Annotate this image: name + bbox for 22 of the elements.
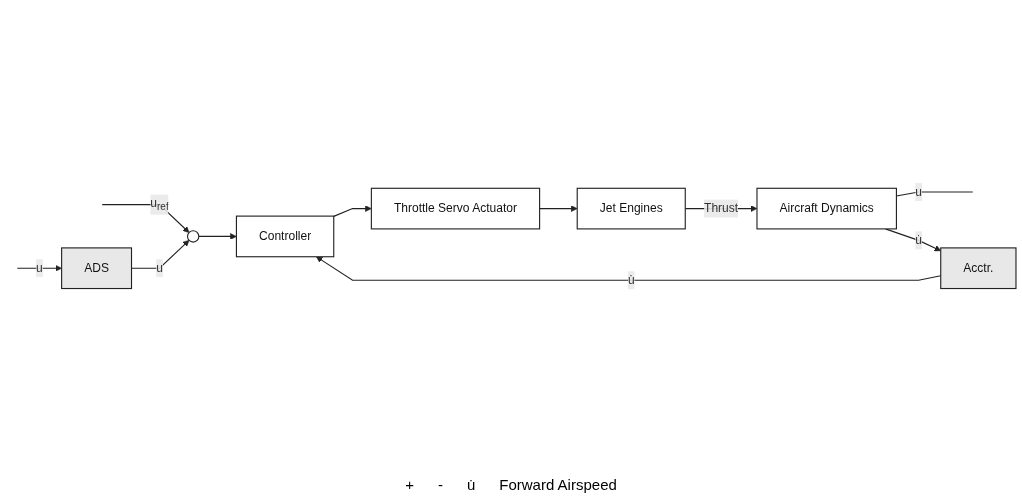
edge-label: u	[36, 261, 43, 275]
edge-label: u	[915, 185, 922, 198]
node-box: Jet Engines	[576, 187, 686, 230]
edge-label: u̇	[627, 273, 635, 287]
node-box: ADS	[61, 247, 133, 289]
signal-label: Forward Airspeed	[499, 476, 617, 493]
node-box: Throttle Servo Actuator	[370, 187, 541, 230]
edge-label: u̇	[915, 233, 922, 247]
arrow	[539, 205, 578, 212]
signal-label: +	[405, 476, 414, 493]
node-circle	[186, 230, 200, 243]
edge-label: u$_{ref}$	[150, 196, 169, 213]
node-box: Acctr.	[940, 247, 1017, 289]
edge-label: Thrust	[704, 201, 739, 215]
signal-label: -	[437, 476, 443, 493]
arrow	[198, 232, 237, 240]
arrow	[333, 205, 372, 217]
node-box: Aircraft Dynamics	[756, 187, 897, 230]
signal-label: u̇	[466, 476, 476, 493]
node-box: Controller	[235, 215, 335, 258]
arrow	[16, 264, 62, 272]
edge-label: u	[156, 261, 163, 275]
